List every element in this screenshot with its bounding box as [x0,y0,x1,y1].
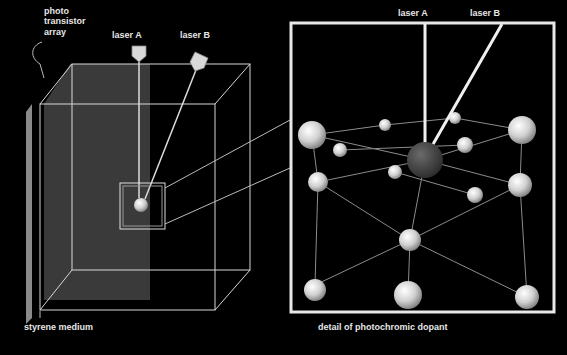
lattice-bonds [312,118,527,297]
dopant-atom [407,142,443,178]
part-label: laser B [180,30,240,40]
laser-beam [432,24,502,146]
laser-beam [145,70,196,199]
leader-line [40,311,41,318]
array-edge [26,104,32,324]
inset-panel [291,23,554,312]
laser-emitter [132,46,146,62]
caption-label: detail of photochromic dopant [318,322,518,332]
lattice-atoms [298,112,539,309]
dopant-sphere [134,198,148,212]
part-label: laser B [470,8,530,18]
laser-beam [424,24,427,144]
part-label: styrene medium [24,322,144,332]
styrene-cube [40,64,250,310]
part-label: laser A [398,8,458,18]
laser-emitter [190,52,208,71]
zoom-line [165,168,290,224]
focus-box [123,186,162,226]
leader-line [33,42,44,78]
part-label: photo transistor array [44,6,96,37]
focus-box [120,183,165,229]
laser-beam [138,60,140,198]
array-plane [44,64,150,300]
zoom-line [165,120,290,188]
part-label: laser A [112,30,172,40]
